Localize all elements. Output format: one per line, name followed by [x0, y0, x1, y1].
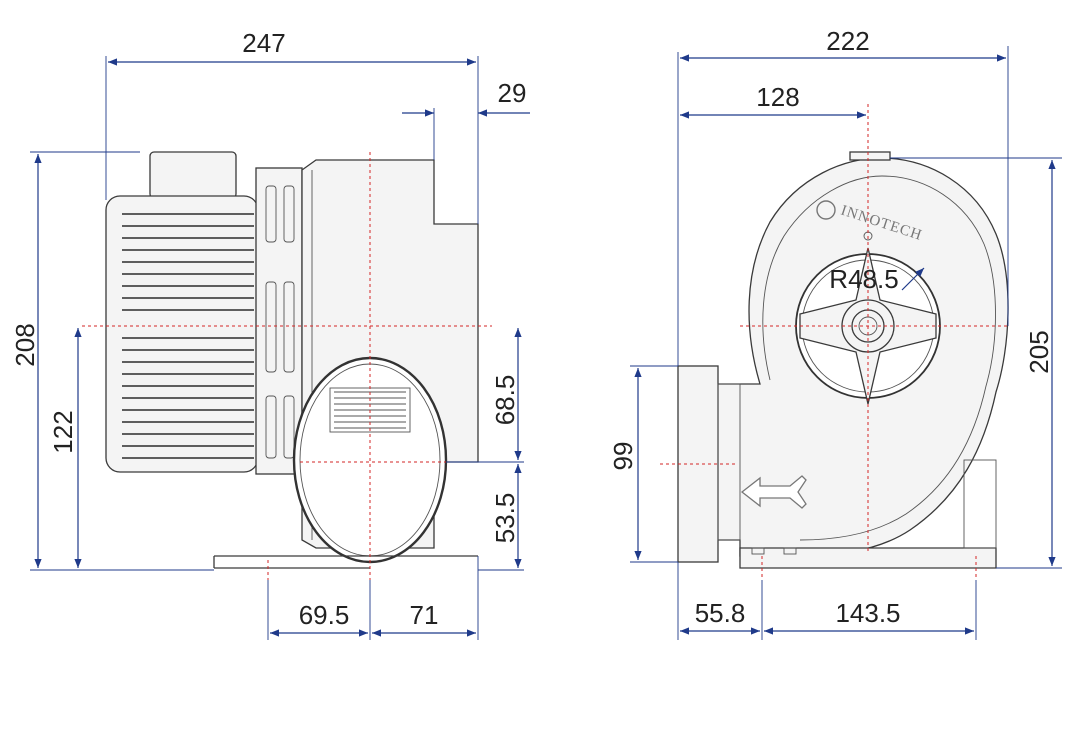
dim-center-height: 122	[48, 410, 78, 453]
dim-overall-length: 247	[242, 28, 285, 58]
dim-overall-width: 222	[826, 26, 869, 56]
dim-outlet-width: 55.8	[695, 598, 746, 628]
top-nub	[849, 151, 891, 161]
terminal-box	[149, 151, 237, 199]
airflow-arrow-icon	[740, 475, 807, 509]
motor-flange	[255, 167, 303, 475]
dim-front-height: 205	[1024, 330, 1054, 373]
dim-line-radius	[901, 267, 925, 291]
dim-upper-offset: 68.5	[490, 375, 520, 426]
dim-base-span: 143.5	[835, 598, 900, 628]
dim-outlet-depth: 29	[498, 78, 527, 108]
brand-logo-icon	[816, 200, 836, 220]
front-view: INNOTECH 222 128 R48.5 205 99	[608, 26, 1062, 640]
dim-lower-offset: 53.5	[490, 493, 520, 544]
dim-center-offset: 128	[756, 82, 799, 112]
dim-overall-height: 208	[10, 323, 40, 366]
dim-base-right: 71	[410, 600, 439, 630]
dim-outlet-height: 99	[608, 442, 638, 471]
side-view: 247 29 208 122 68.5 53.5 69.5 71	[10, 28, 530, 640]
dim-base-left: 69.5	[299, 600, 350, 630]
dim-radius: R48.5	[829, 264, 898, 294]
motor-fins	[122, 213, 254, 459]
